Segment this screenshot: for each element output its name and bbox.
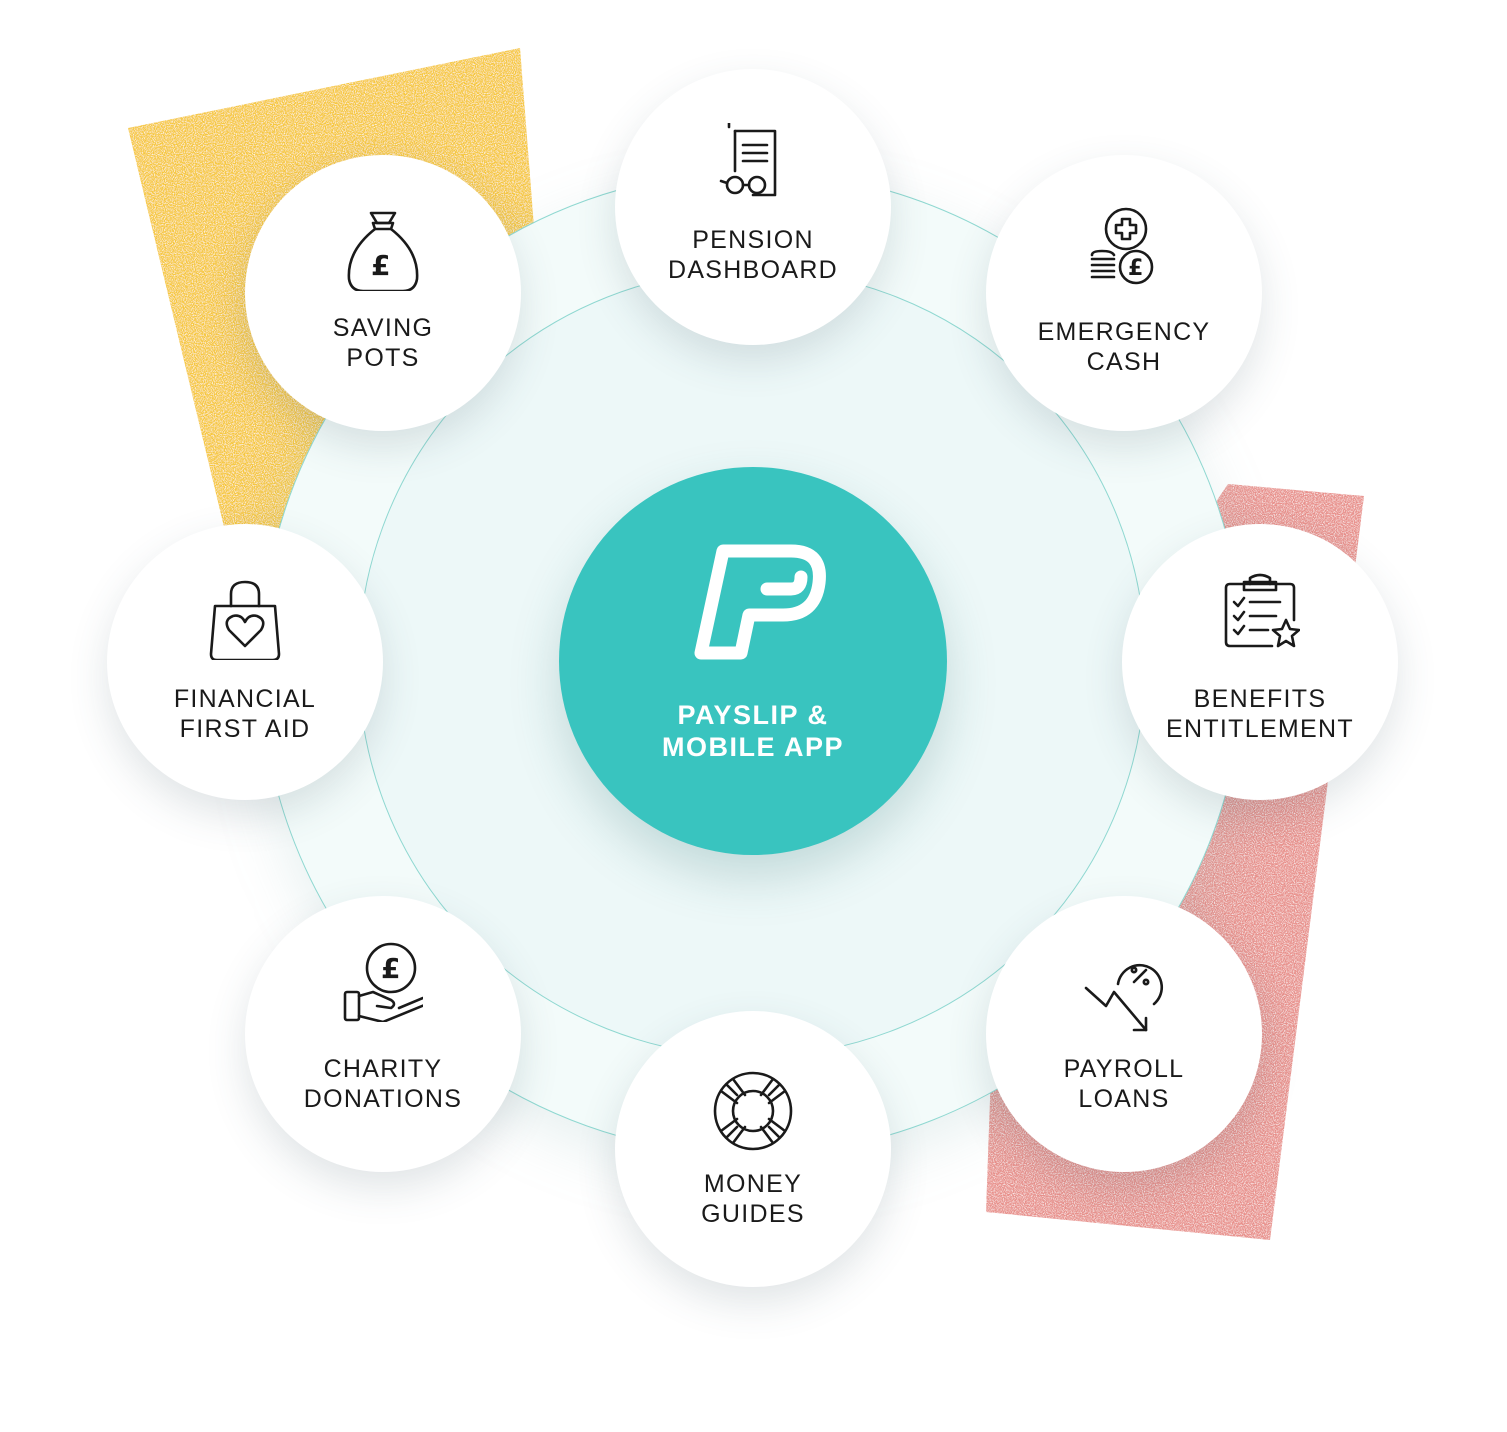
label-line1: BENEFITS xyxy=(1193,685,1327,713)
node-saving-pots[interactable]: £ SAVING POTS xyxy=(245,155,521,431)
label-line1: FINANCIAL xyxy=(173,685,317,713)
label-line1: EMERGENCY xyxy=(1037,318,1211,346)
node-emergency-cash[interactable]: £ EMERGENCY CASH xyxy=(986,155,1262,431)
label-line2: GUIDES xyxy=(701,1200,805,1228)
hub-label: PAYSLIP & MOBILE APP xyxy=(559,699,947,763)
hub-label-line2: MOBILE APP xyxy=(661,732,844,762)
node-label: SAVING POTS xyxy=(255,313,511,373)
label-line2: CASH xyxy=(1086,348,1162,376)
lifebuoy-icon xyxy=(713,1071,793,1151)
label-line1: SAVING xyxy=(332,314,434,342)
svg-text:£: £ xyxy=(371,249,390,282)
node-label: CHARITY DONATIONS xyxy=(255,1054,511,1114)
node-label: MONEY GUIDES xyxy=(625,1169,881,1229)
percent-down-arrow-icon xyxy=(1084,952,1164,1032)
label-line1: MONEY xyxy=(703,1170,803,1198)
svg-text:£: £ xyxy=(1128,256,1143,281)
node-charity-donations[interactable]: £ CHARITY DONATIONS xyxy=(245,896,521,1172)
label-line2: POTS xyxy=(346,344,420,372)
svg-text:£: £ xyxy=(381,952,400,985)
label-line2: DONATIONS xyxy=(303,1085,463,1113)
node-payroll-loans[interactable]: PAYROLL LOANS xyxy=(986,896,1262,1172)
bag-heart-icon xyxy=(205,580,285,662)
hand-pound-coin-icon: £ xyxy=(343,942,430,1024)
node-financial-first-aid[interactable]: FINANCIAL FIRST AID xyxy=(107,524,383,800)
label-line2: DASHBOARD xyxy=(667,256,839,284)
hub-label-line1: PAYSLIP & xyxy=(677,700,829,730)
clipboard-checklist-star-icon xyxy=(1220,572,1301,652)
label-line1: PAYROLL xyxy=(1063,1055,1185,1083)
node-label: EMERGENCY CASH xyxy=(996,317,1252,377)
node-label: BENEFITS ENTITLEMENT xyxy=(1132,684,1388,744)
payslip-p-logo-icon xyxy=(694,544,826,660)
node-benefits-entitlement[interactable]: BENEFITS ENTITLEMENT xyxy=(1122,524,1398,800)
medical-coins-icon: £ xyxy=(1084,205,1164,285)
document-glasses-icon xyxy=(713,121,793,203)
node-label: FINANCIAL FIRST AID xyxy=(117,684,373,744)
label-line1: PENSION xyxy=(692,226,814,254)
money-bag-pound-icon: £ xyxy=(343,211,423,293)
node-label: PENSION DASHBOARD xyxy=(625,225,881,285)
label-line1: CHARITY xyxy=(323,1055,443,1083)
payslip-mobile-app-hub[interactable]: PAYSLIP & MOBILE APP xyxy=(559,467,947,855)
label-line2: FIRST AID xyxy=(179,715,311,743)
node-money-guides[interactable]: MONEY GUIDES xyxy=(615,1011,891,1287)
label-line2: LOANS xyxy=(1078,1085,1170,1113)
label-line2: ENTITLEMENT xyxy=(1166,715,1354,743)
node-label: PAYROLL LOANS xyxy=(996,1054,1252,1114)
node-pension-dashboard[interactable]: PENSION DASHBOARD xyxy=(615,69,891,345)
